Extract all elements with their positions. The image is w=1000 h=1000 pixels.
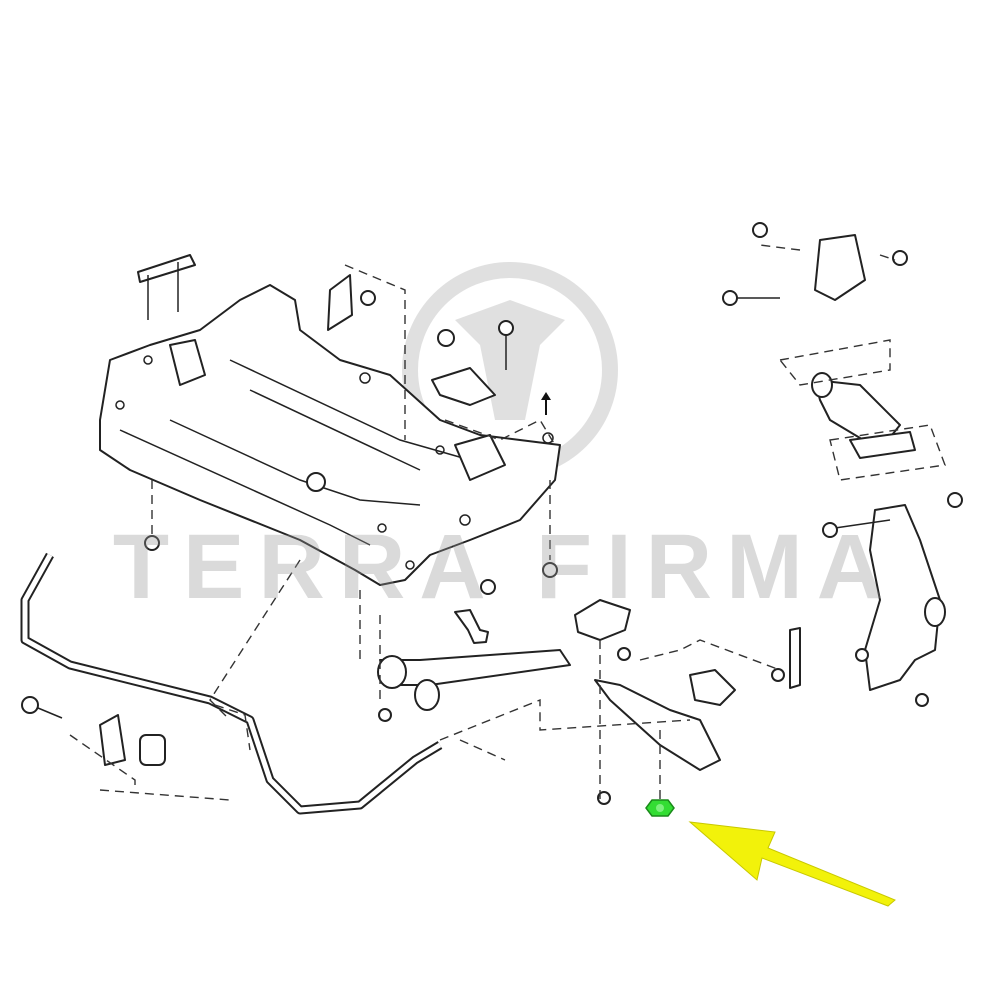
leader-lines: [69, 244, 946, 801]
yellow-pointer-arrow: [688, 821, 896, 907]
stabilizer-bar: [20, 552, 443, 815]
control-arms: [377, 599, 736, 805]
upper-arm-and-knuckle: [722, 222, 963, 707]
front-subframe: [99, 284, 561, 586]
highlighted-nut[interactable]: [645, 799, 675, 817]
mount-bolts: [137, 254, 558, 644]
